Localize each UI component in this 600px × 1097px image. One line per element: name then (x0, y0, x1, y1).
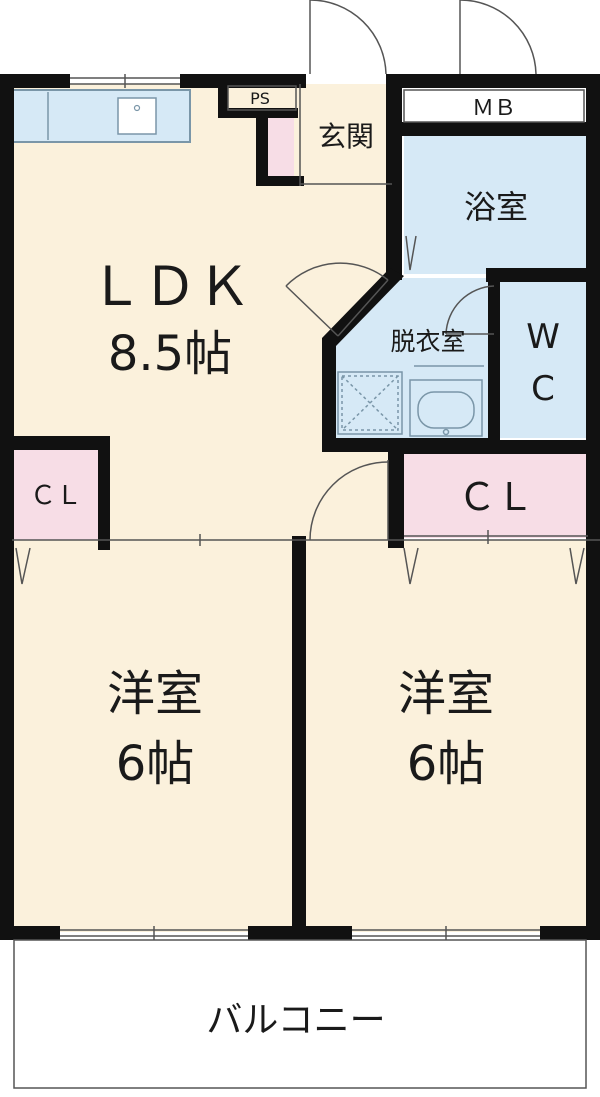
wc-label-w: W (526, 317, 560, 357)
walls (0, 74, 600, 940)
west-room-left-floor (12, 540, 298, 932)
mb-label: ＭＢ (472, 96, 516, 121)
ldk-label: ＬＤＫ (89, 255, 251, 318)
sink-drain (133, 104, 141, 112)
west-room-left-label: 洋室 (107, 666, 203, 722)
closet-left-label: ＣＬ (30, 481, 82, 511)
washbasin-icon (409, 379, 483, 437)
bath-floor (404, 136, 586, 274)
dressing-room-floor (324, 278, 494, 440)
entrance-closet-floor (268, 118, 294, 180)
closet-left-floor (12, 448, 104, 540)
bottom-windows (60, 926, 540, 940)
west-room-right-size: 6帖 (407, 736, 486, 792)
ldk-size: 8.5帖 (108, 326, 232, 382)
ps-label: PS (250, 89, 270, 108)
bath-label: 浴室 (464, 188, 528, 226)
west-room-left-size: 6帖 (116, 736, 195, 792)
closet-door-markers (15, 547, 585, 585)
closet-right-floor (404, 450, 586, 538)
dressing-label: 脱衣室 (390, 327, 465, 356)
entrance-label: 玄関 (318, 120, 374, 153)
door-swing-icon (285, 0, 537, 541)
top-window (70, 74, 180, 88)
west-room-right-label: 洋室 (398, 666, 494, 722)
kitchen-counter (11, 89, 191, 143)
kitchen-sink-icon (117, 97, 157, 135)
thin-lines (12, 84, 600, 1089)
closet-right-label: ＣＬ (458, 475, 534, 519)
washing-machine-pan-icon (337, 371, 403, 435)
west-room-right-floor (300, 540, 588, 932)
wc-label-c: C (531, 369, 555, 409)
wc-floor (500, 282, 586, 438)
balcony-label: バルコニー (206, 1000, 385, 1041)
entrance-floor (300, 84, 392, 184)
